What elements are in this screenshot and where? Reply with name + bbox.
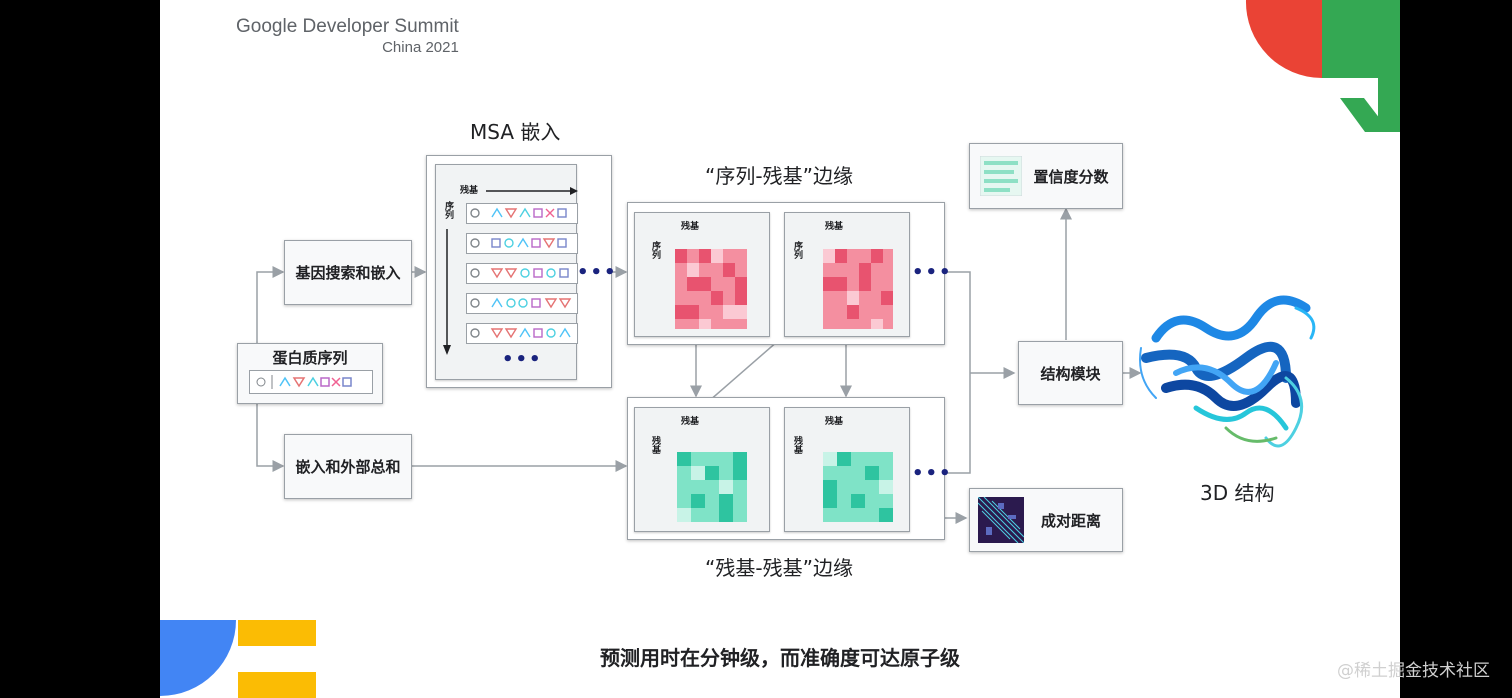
pair-distance-node: 成对距离 — [969, 488, 1123, 552]
watermark: @稀土掘金技术社区 — [1337, 661, 1490, 681]
sequence-icons — [256, 375, 352, 389]
green-heatmap — [823, 452, 893, 522]
seq-residue-panel: 残基 序列 残基 序列 — [627, 202, 945, 345]
pair-top-ellipsis: ••• — [912, 262, 953, 283]
protein-sequence-strip — [249, 370, 373, 394]
protein-sequence-node: 蛋白质序列 — [237, 343, 383, 404]
msa-ellipsis: ••• — [502, 349, 543, 370]
confidence-chart-icon — [980, 156, 1022, 196]
corner-decoration-top-right — [1245, 0, 1400, 132]
diagram-connectors — [256, 207, 1142, 524]
slide-caption: 预测用时在分钟级，而准确度可达原子级 — [600, 646, 960, 670]
distance-map-icon — [978, 497, 1024, 543]
card-axis-sequence: 序列 — [650, 241, 660, 259]
seq-residue-card-2: 残基 序列 — [784, 212, 910, 337]
gene-search-node: 基因搜索和嵌入 — [284, 240, 412, 305]
card-axis-sequence: 序列 — [792, 241, 802, 259]
msa-row-glyphs — [470, 207, 572, 339]
event-logo: Google Developer Summit China 2021 — [236, 16, 459, 56]
msa-panel: 残基 序列 ••• — [426, 155, 612, 388]
protein-3d-structure-image — [1139, 295, 1316, 448]
pair-distance-label: 成对距离 — [1040, 511, 1101, 530]
green-heatmap — [677, 452, 747, 522]
card-axis-residue: 残基 — [681, 222, 700, 232]
corner-decoration-bottom-left — [160, 620, 316, 698]
slide: Google Developer Summit China 2021 — [160, 0, 1400, 698]
card-axis-residue: 残基 — [825, 222, 844, 232]
structure-module-label: 结构模块 — [1040, 364, 1101, 383]
confidence-node: 置信度分数 — [969, 143, 1123, 209]
embed-sum-node: 嵌入和外部总和 — [284, 434, 412, 499]
pair-bottom-ellipsis: ••• — [912, 463, 953, 484]
card-axis-residue: 残基 — [825, 417, 844, 427]
residue-residue-panel: 残基 残基 残基 残基 — [627, 397, 945, 540]
red-heatmap — [675, 249, 747, 329]
residue-residue-card-2: 残基 残基 — [784, 407, 910, 532]
brand-line1: Google Developer Summit — [236, 16, 459, 37]
sequence-axis-arrow — [443, 229, 451, 355]
residue-axis-arrow — [486, 187, 578, 195]
msa-title: MSA 嵌入 — [470, 120, 561, 144]
card-axis-residue: 残基 — [681, 417, 700, 427]
seq-residue-card-1: 残基 序列 — [634, 212, 770, 337]
card-axis-residue-vertical: 残基 — [792, 436, 802, 454]
msa-row — [466, 233, 578, 254]
msa-axis-sequence: 序列 — [443, 201, 453, 219]
pair-title-top: “序列-残基”边缘 — [705, 164, 853, 188]
brand-line2: China 2021 — [382, 39, 459, 56]
embed-sum-label: 嵌入和外部总和 — [295, 458, 401, 476]
pair-title-bottom: “残基-残基”边缘 — [705, 556, 853, 580]
msa-ellipsis-right: ••• — [577, 262, 618, 283]
protein-sequence-label: 蛋白质序列 — [272, 348, 348, 367]
card-axis-residue-vertical: 残基 — [650, 436, 660, 454]
gene-search-label: 基因搜索和嵌入 — [295, 264, 401, 282]
confidence-label: 置信度分数 — [1033, 167, 1109, 186]
msa-card: 残基 序列 ••• — [435, 164, 578, 380]
structure-module-node: 结构模块 — [1018, 341, 1123, 405]
residue-residue-card-1: 残基 残基 — [634, 407, 770, 532]
red-heatmap — [823, 249, 893, 329]
msa-row — [466, 293, 578, 314]
label-3d-structure: 3D 结构 — [1200, 481, 1275, 505]
msa-row — [466, 263, 578, 284]
msa-axis-residue: 残基 — [460, 186, 479, 196]
